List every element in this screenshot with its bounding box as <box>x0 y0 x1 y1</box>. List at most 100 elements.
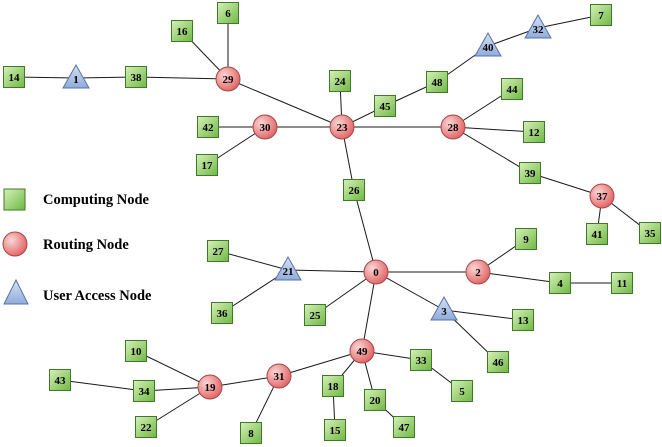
node-label: 24 <box>335 76 347 88</box>
computing-node-symbol <box>171 20 193 42</box>
node-label: 39 <box>525 168 537 180</box>
node-27: 27 <box>207 240 229 262</box>
node-28: 28 <box>440 114 466 140</box>
node-12: 12 <box>523 121 545 143</box>
node-label: 5 <box>459 386 465 398</box>
computing-node-symbol <box>207 240 229 262</box>
node-label: 48 <box>432 77 444 89</box>
user-access-node-symbol <box>524 13 552 39</box>
computing-node-symbol <box>374 95 396 117</box>
legend-item-user-access: User Access Node <box>3 278 152 305</box>
node-15: 15 <box>324 419 346 441</box>
computing-node-symbol <box>549 272 571 294</box>
computing-node-symbol <box>590 4 612 26</box>
node-label: 38 <box>131 72 143 84</box>
node-label: 0 <box>373 267 379 279</box>
computing-node-symbol <box>393 416 415 438</box>
computing-node-symbol <box>501 78 523 100</box>
node-8: 8 <box>240 422 262 444</box>
node-38: 38 <box>125 66 147 88</box>
node-16: 16 <box>171 20 193 42</box>
node-label: 22 <box>141 422 153 434</box>
computing-node-symbol <box>125 340 147 362</box>
node-label: 10 <box>131 346 143 358</box>
node-label: 31 <box>274 371 285 383</box>
node-1: 1 <box>62 63 90 89</box>
node-40: 40 <box>474 31 502 57</box>
node-23: 23 <box>329 114 355 140</box>
node-label: 27 <box>213 246 225 258</box>
user-access-node-symbol <box>62 63 90 89</box>
node-label: 21 <box>283 266 294 278</box>
legend-routing-label: Routing Node <box>43 237 129 253</box>
node-18: 18 <box>322 375 344 397</box>
routing-node-symbol <box>363 259 389 285</box>
user-access-node-symbol <box>274 255 302 281</box>
node-29: 29 <box>215 66 241 92</box>
node-25: 25 <box>304 304 326 326</box>
node-label: 41 <box>592 229 603 241</box>
node-31: 31 <box>266 363 292 389</box>
node-47: 47 <box>393 416 415 438</box>
legend: Computing Node Routing Node User Access … <box>2 188 152 305</box>
node-label: 34 <box>139 386 151 398</box>
node-3: 3 <box>430 295 458 321</box>
node-label: 47 <box>399 422 411 434</box>
node-42: 42 <box>197 116 219 138</box>
computing-node-symbol <box>3 66 25 88</box>
computing-node-symbol <box>586 223 608 245</box>
node-label: 6 <box>225 8 231 20</box>
node-label: 19 <box>205 382 217 394</box>
computing-node-symbol <box>364 389 386 411</box>
computing-node-symbol <box>410 349 432 371</box>
node-label: 16 <box>177 26 189 38</box>
edge-3-13 <box>443 309 524 321</box>
edge-34-43 <box>59 379 145 392</box>
computing-node-symbol <box>135 416 157 438</box>
computing-node-symbol <box>304 304 326 326</box>
routing-node-symbol <box>349 338 375 364</box>
computing-node-symbol <box>240 422 262 444</box>
node-label: 2 <box>475 267 481 279</box>
computing-node-symbol <box>611 272 633 294</box>
node-label: 46 <box>493 357 505 369</box>
node-label: 43 <box>55 375 67 387</box>
node-label: 45 <box>380 101 392 113</box>
legend-user-access-symbol <box>3 278 29 305</box>
user-access-node-symbol <box>474 31 502 57</box>
node-11: 11 <box>611 272 633 294</box>
node-13: 13 <box>512 309 534 331</box>
edge-0-49 <box>361 271 377 352</box>
node-label: 3 <box>441 306 447 318</box>
node-label: 9 <box>523 234 529 246</box>
node-label: 13 <box>518 315 530 327</box>
routing-node-symbol <box>329 114 355 140</box>
edge-38-29 <box>135 76 229 80</box>
node-4: 4 <box>549 272 571 294</box>
routing-node-symbol <box>589 183 615 209</box>
node-label: 36 <box>217 308 229 320</box>
computing-node-symbol <box>451 380 473 402</box>
node-label: 7 <box>598 10 604 22</box>
computing-node-symbol <box>196 154 218 176</box>
node-14: 14 <box>3 66 25 88</box>
node-label: 8 <box>248 428 254 440</box>
node-label: 37 <box>597 191 609 203</box>
node-30: 30 <box>252 114 278 140</box>
legend-computing-symbol <box>3 188 26 211</box>
node-label: 15 <box>330 425 342 437</box>
node-17: 17 <box>196 154 218 176</box>
node-9: 9 <box>515 228 537 250</box>
routing-node-symbol <box>215 66 241 92</box>
legend-user-access-label: User Access Node <box>43 288 152 304</box>
computing-node-symbol <box>49 369 71 391</box>
node-7: 7 <box>590 4 612 26</box>
computing-node-symbol <box>512 309 534 331</box>
edge-2-4 <box>477 271 561 284</box>
node-5: 5 <box>451 380 473 402</box>
edge-0-3 <box>375 271 445 311</box>
node-43: 43 <box>49 369 71 391</box>
routing-node-symbol <box>465 259 491 285</box>
node-label: 4 <box>557 278 563 290</box>
